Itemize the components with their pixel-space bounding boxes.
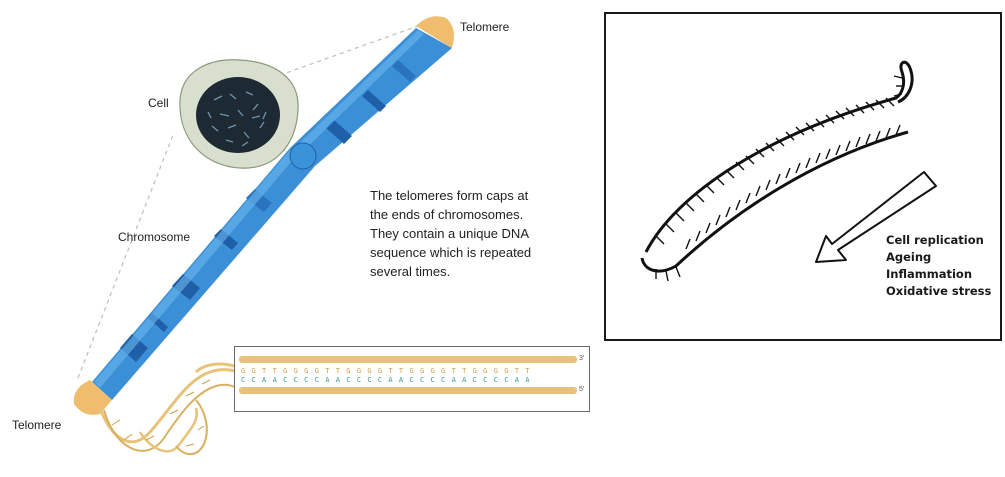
cell-label: Cell — [148, 96, 169, 110]
strand-bottom-end-label: 5' — [579, 386, 584, 393]
stress-factor-list: Cell replication Ageing Inflammation Oxi… — [886, 232, 991, 300]
description-line: The telomeres form caps at — [370, 186, 600, 205]
stress-factor-item: Cell replication — [886, 232, 991, 249]
description-line: the ends of chromosomes. — [370, 205, 600, 224]
strand-bottom-bar — [239, 387, 577, 394]
sequence-top-strand: G G T T G G G G T T G G G G T T G G G G … — [241, 367, 531, 375]
sequence-bottom-strand: C C A A C C C C A A C C C C A A C C C C … — [241, 376, 531, 384]
description-line: They contain a unique DNA — [370, 224, 600, 243]
strand-inner — [642, 132, 908, 271]
chromosome-label: Chromosome — [118, 230, 190, 244]
strand-top-end-label: 3' — [579, 355, 584, 362]
telomere-shortening-panel: Cell replication Ageing Inflammation Oxi… — [604, 12, 1002, 341]
dna-sequence-box: G G T T G G G G T T G G G G T T G G G G … — [234, 346, 590, 412]
chromosome-upper-arm — [290, 28, 452, 166]
centromere — [290, 143, 316, 169]
stress-factor-item: Oxidative stress — [886, 283, 991, 300]
telomere-top-label: Telomere — [460, 20, 509, 34]
stress-factor-item: Ageing — [886, 249, 991, 266]
description-line: sequence which is repeated — [370, 243, 600, 262]
nucleus — [196, 77, 280, 153]
telomere-bottom-label: Telomere — [12, 418, 61, 432]
description-line: several times. — [370, 262, 600, 281]
cell — [180, 60, 298, 168]
stress-factor-item: Inflammation — [886, 266, 991, 283]
strand-top-bar — [239, 356, 577, 363]
strand-outer-ticks — [656, 98, 894, 244]
telomere-description: The telomeres form caps at the ends of c… — [370, 186, 600, 281]
